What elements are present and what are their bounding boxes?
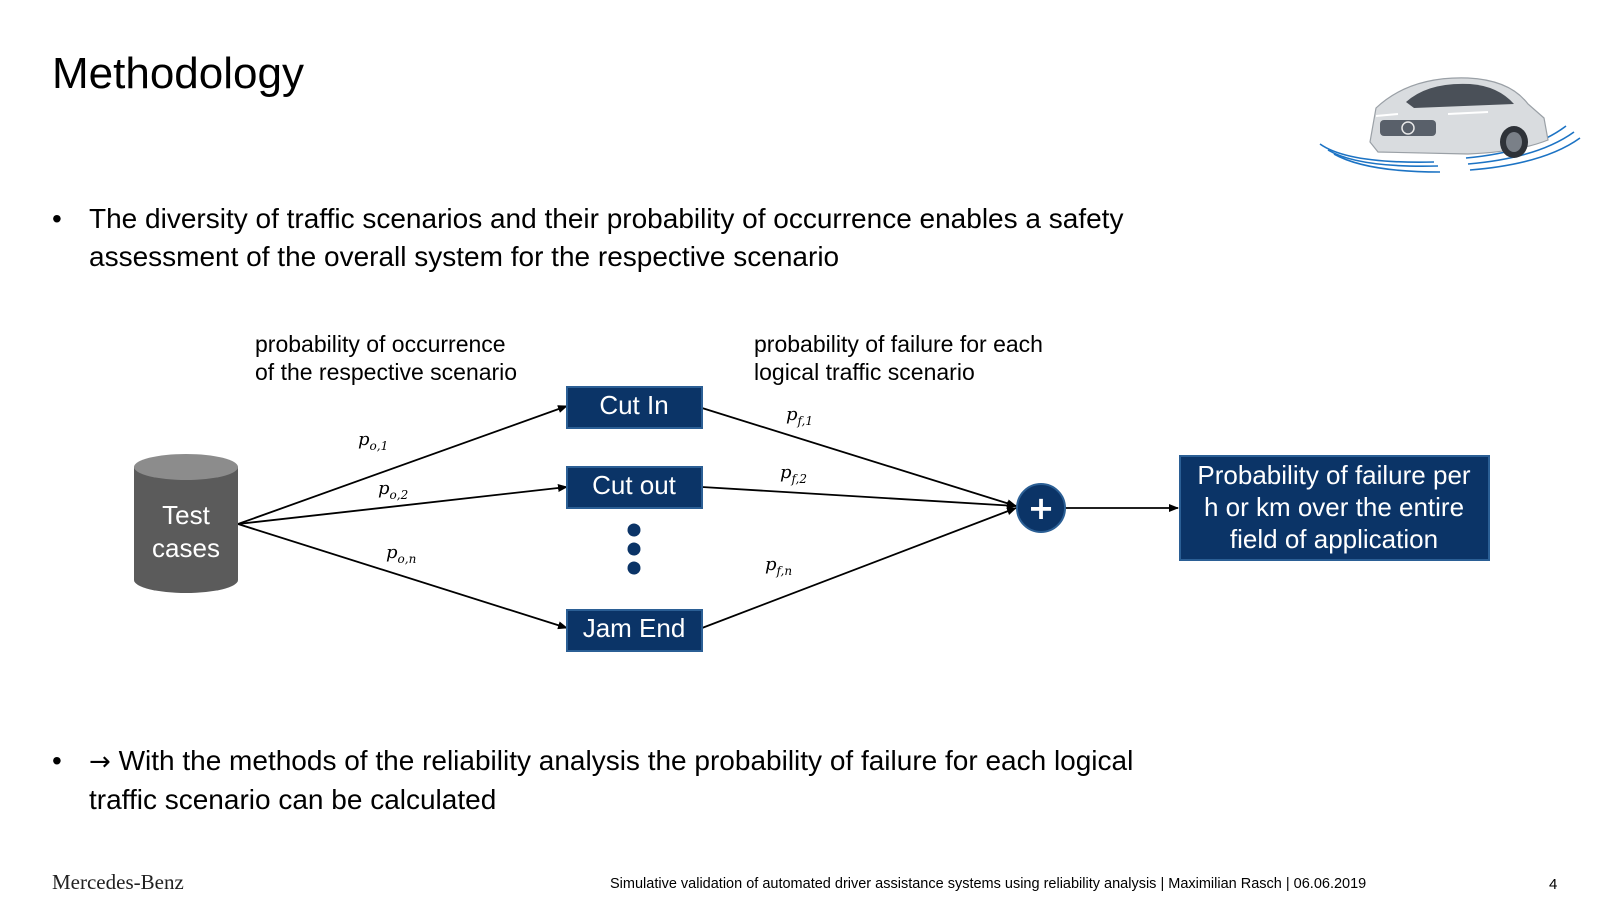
arrow-jam-end-to-sum: [701, 507, 1017, 629]
label-p-f-1: pf,1: [786, 404, 813, 428]
bullet-marker: •: [52, 203, 62, 234]
ellipsis-dot: [627, 523, 641, 537]
label-subscript: f,1: [797, 414, 813, 428]
bullet-point-2: • → With the methods of the reliability …: [52, 742, 1182, 819]
footer-citation: Simulative validation of automated drive…: [610, 876, 1367, 892]
arrow-source-to-cut-in: [237, 405, 568, 525]
ellipsis-dot: [627, 542, 641, 556]
car-headlight-right: [1447, 111, 1489, 115]
bullet-text: With the methods of the reliability anal…: [89, 745, 1134, 815]
bullet-text-wrapper: → With the methods of the reliability an…: [89, 742, 1182, 819]
car-illustration: [1319, 77, 1581, 173]
sum-symbol: +: [1028, 489, 1055, 527]
label-p-o-n: po,n: [386, 542, 416, 566]
label-subscript: f,2: [791, 472, 807, 486]
label-base: p: [358, 429, 370, 450]
result-label-line2: h or km over the entire: [1204, 492, 1464, 522]
scenario-box-cut-in: Cut In: [566, 386, 703, 429]
bullet-text: The diversity of traffic scenarios and t…: [89, 203, 1124, 272]
label-base: p: [378, 478, 390, 499]
sum-node: +: [1016, 483, 1066, 533]
scenario-box-cut-out: Cut out: [566, 466, 703, 509]
bullet-point-1: • The diversity of traffic scenarios and…: [52, 200, 1182, 276]
ellipsis-dot: [627, 561, 641, 575]
label-p-f-2: pf,2: [780, 462, 807, 486]
arrow-cut-out-to-sum: [701, 486, 1017, 510]
car-star-emblem: [1401, 121, 1415, 135]
car-windshield: [1406, 83, 1514, 108]
label-subscript: o,n: [398, 552, 417, 566]
label-base: p: [765, 554, 777, 575]
result-label-line3: field of application: [1230, 524, 1438, 554]
label-subscript: f,n: [776, 564, 793, 578]
arrow-cut-in-to-sum: [701, 407, 1017, 508]
slide-title: Methodology: [52, 49, 304, 98]
result-label-line1: Probability of failure per: [1197, 460, 1470, 490]
label-subscript: o,2: [390, 488, 409, 502]
label-p-f-n: pf,n: [765, 554, 792, 578]
test-cases-label-line2: cases: [152, 533, 220, 563]
test-cases-label-line1: Test: [162, 500, 210, 530]
car-grille: [1380, 120, 1436, 136]
scenario-label-cut-in: Cut In: [599, 390, 668, 420]
caption-occurrence-line2: of the respective scenario: [255, 359, 517, 385]
brand-logo-text: Mercedes-Benz: [52, 870, 184, 894]
label-subscript: o,1: [370, 439, 389, 453]
label-base: p: [780, 462, 792, 483]
caption-failure-line1: probability of failure for each: [754, 331, 1043, 357]
arrow-source-to-jam-end: [237, 523, 568, 630]
page-number: 4: [1549, 876, 1558, 893]
bullet-marker: •: [52, 745, 62, 776]
car-rim: [1506, 132, 1522, 152]
scenario-label-cut-out: Cut out: [592, 470, 677, 500]
label-p-o-2: po,2: [378, 478, 408, 502]
label-p-o-1: po,1: [358, 429, 388, 453]
scenario-box-jam-end: Jam End: [566, 609, 703, 652]
arrow-source-to-cut-out: [237, 484, 568, 525]
car-headlight-left: [1375, 113, 1399, 117]
arrow-right-icon: →: [89, 747, 111, 777]
scenario-label-jam-end: Jam End: [583, 613, 686, 643]
result-box: Probability of failure per h or km over …: [1179, 455, 1490, 561]
label-base: p: [386, 542, 398, 563]
label-base: p: [786, 404, 798, 425]
caption-occurrence-line1: probability of occurrence: [255, 331, 506, 357]
caption-failure-line2: logical traffic scenario: [754, 359, 975, 385]
test-cases-cylinder: Test cases: [134, 454, 238, 593]
